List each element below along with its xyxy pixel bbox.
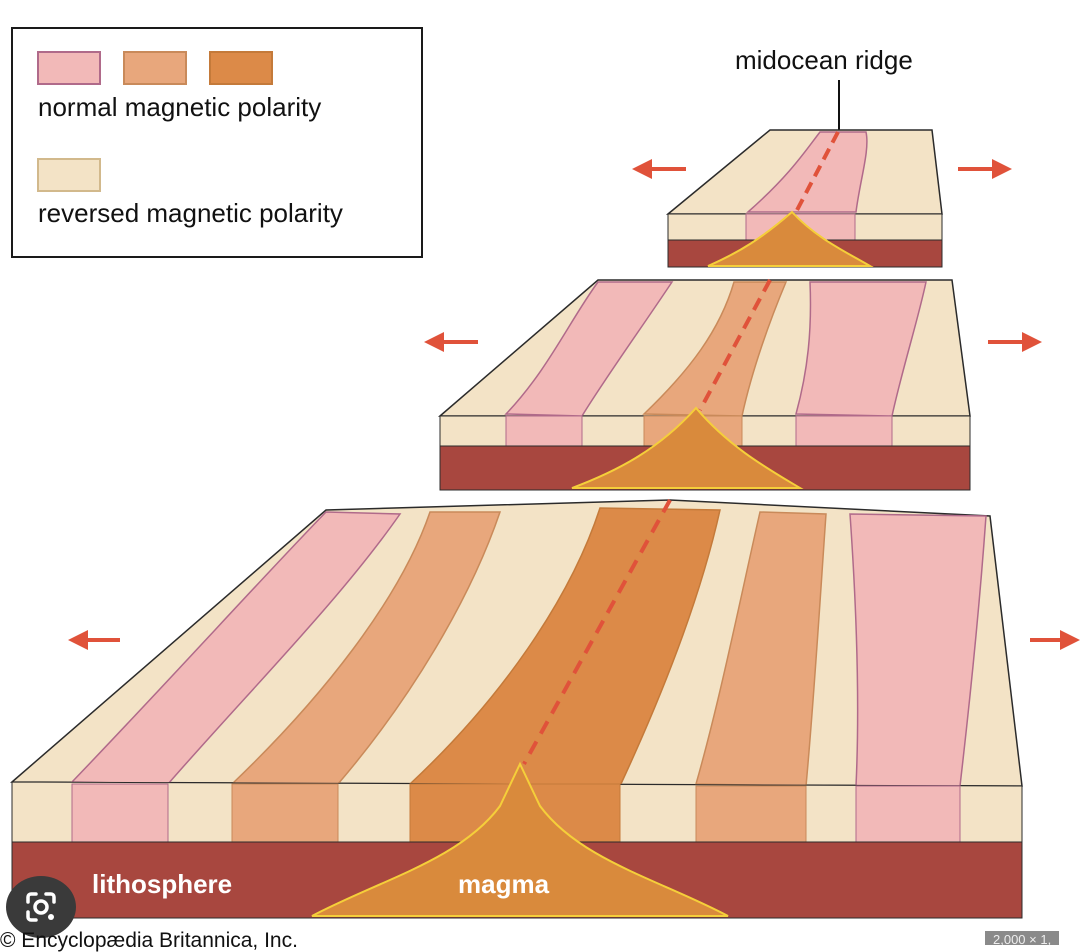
lithosphere-label: lithosphere — [92, 869, 232, 899]
magma-label: magma — [458, 869, 550, 899]
google-lens-icon[interactable] — [6, 876, 76, 938]
legend-swatch-reversed — [37, 158, 101, 192]
legend-normal-label: normal magnetic polarity — [38, 92, 321, 122]
arrow-middle-right — [988, 332, 1042, 352]
legend-swatch-normal-young — [209, 51, 273, 85]
arrow-top-left — [632, 159, 686, 179]
block-middle — [437, 279, 971, 491]
copyright-credit: © Encyclopædia Britannica, Inc. — [0, 929, 298, 952]
legend-reversed-label: reversed magnetic polarity — [38, 198, 343, 228]
arrow-middle-left — [424, 332, 478, 352]
arrow-bottom-left — [68, 630, 120, 650]
lens-glyph — [26, 892, 56, 922]
arrow-icon — [68, 159, 1080, 650]
legend-swatch-normal-mid — [123, 51, 187, 85]
arrow-top-right — [958, 159, 1012, 179]
block-bottom: lithosphere magma — [9, 499, 1023, 919]
image-size-badge: 2,000 × 1, — [985, 931, 1060, 945]
block-top — [665, 129, 943, 268]
legend: normal magnetic polarity reversed magnet… — [11, 27, 423, 258]
arrow-bottom-right — [1030, 630, 1080, 650]
ridge-label: midocean ridge — [735, 45, 913, 75]
legend-swatch-normal-old — [37, 51, 101, 85]
